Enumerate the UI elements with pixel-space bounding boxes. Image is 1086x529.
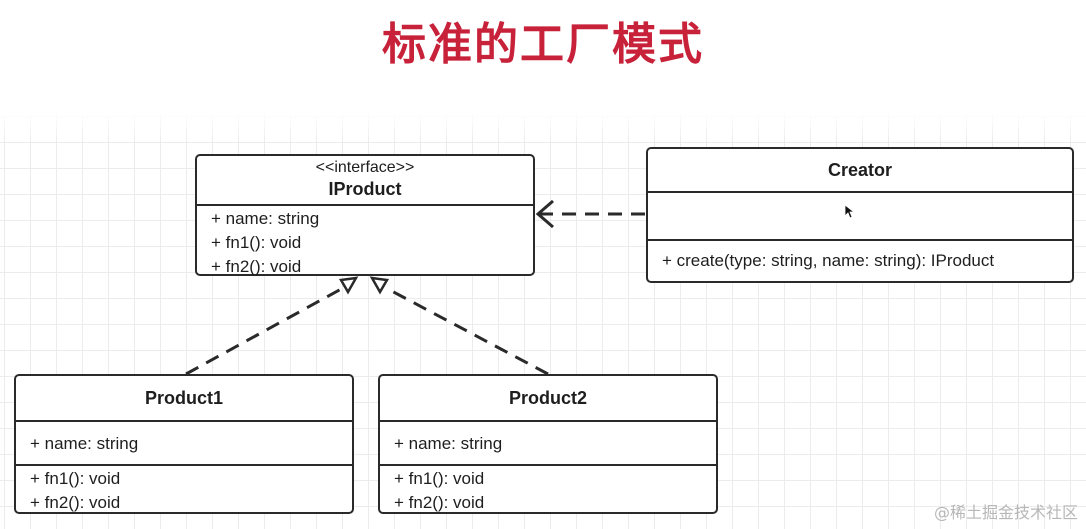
- attributes-section: [648, 191, 1072, 239]
- member: + fn2(): void: [211, 257, 302, 276]
- watermark: @稀土掘金技术社区: [933, 503, 1078, 522]
- realization-line-product2: [385, 286, 549, 376]
- attributes-section: + name: string + fn1(): void + fn2(): vo…: [197, 204, 533, 279]
- class-name: IProduct: [328, 179, 402, 199]
- methods-section: + create(type: string, name: string): IP…: [648, 239, 1072, 273]
- realization-arrowhead-product2: [369, 276, 390, 295]
- class-box-iproduct: <<interface>> IProduct + name: string + …: [195, 154, 535, 276]
- methods-section: + fn1(): void + fn2(): void: [16, 464, 352, 515]
- member: + fn2(): void: [394, 493, 485, 512]
- attributes-section: + name: string: [380, 420, 716, 464]
- class-box-product1: Product1 + name: string + fn1(): void + …: [14, 374, 354, 514]
- member: + fn1(): void: [211, 233, 302, 252]
- page-title: 标准的工厂模式: [382, 19, 704, 70]
- member: + fn1(): void: [30, 469, 121, 488]
- member: + name: string: [211, 209, 320, 228]
- class-box-product2: Product2 + name: string + fn1(): void + …: [378, 374, 718, 514]
- cursor-icon: [845, 205, 855, 219]
- attributes-section: + name: string: [16, 420, 352, 464]
- member: + fn2(): void: [30, 493, 121, 512]
- class-name: Creator: [827, 160, 893, 180]
- member: + create(type: string, name: string): IP…: [662, 251, 995, 270]
- class-name: Product1: [144, 388, 223, 408]
- realization-line-product1: [185, 286, 344, 376]
- realization-arrowhead-product1: [338, 276, 359, 295]
- member: + name: string: [30, 434, 139, 453]
- dependency-arrowhead: [535, 199, 554, 229]
- class-name: Product2: [508, 388, 587, 408]
- member: + fn1(): void: [394, 469, 485, 488]
- stereotype-label: <<interface>>: [315, 159, 415, 176]
- member: + name: string: [394, 434, 503, 453]
- class-box-creator: Creator + create(type: string, name: str…: [646, 147, 1074, 283]
- methods-section: + fn1(): void + fn2(): void: [380, 464, 716, 515]
